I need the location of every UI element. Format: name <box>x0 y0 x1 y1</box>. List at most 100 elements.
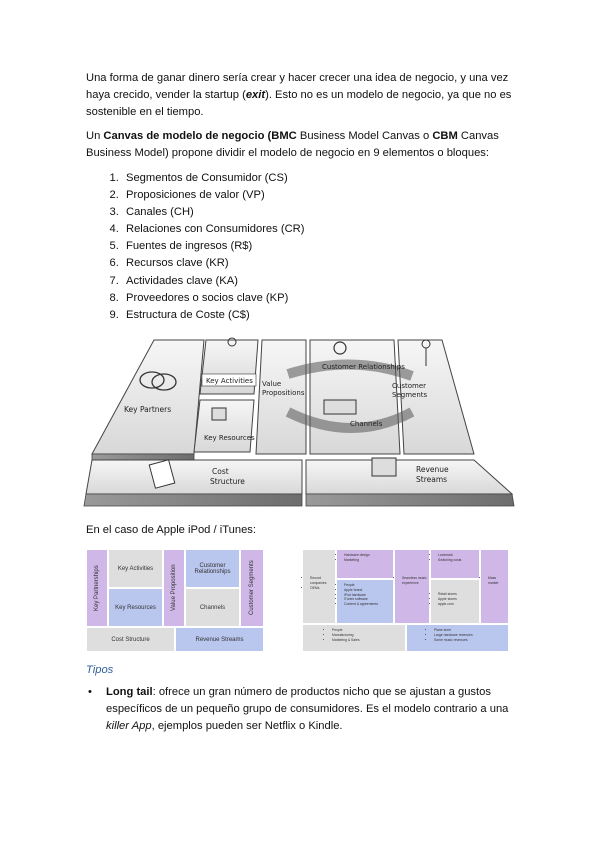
tiny-kp-cell: Key Partnerships <box>86 549 108 627</box>
heart-icon <box>333 341 347 355</box>
paragraph-text: ). Esto no es un modelo de negocio, ya q… <box>86 89 512 118</box>
value-propositions-block <box>255 339 307 455</box>
detail-item: Marketing & Sales <box>332 638 403 643</box>
detail-item: iPod hardware <box>344 593 391 598</box>
cbm-term: CBM <box>432 130 458 142</box>
key-resources-block <box>193 399 255 453</box>
paragraph-text: Una forma de ganar dinero sería crear y … <box>86 72 509 101</box>
detail-item: Content & agreements <box>344 602 391 607</box>
detail-cost-cell: People Manufacturing Marketing & Sales <box>302 624 406 652</box>
canvas-drawing: Key Partners Key Activities Key Resource… <box>83 337 515 507</box>
relationship-arc <box>286 359 414 381</box>
bullet-marker: • <box>88 686 92 698</box>
tiny-cr-cell: Customer Relationships <box>185 549 240 588</box>
elements-list: Segmentos de Consumidor (CS) Proposicion… <box>102 170 422 324</box>
detail-item: apple.com <box>438 602 477 607</box>
detail-item: Apple brand <box>344 588 391 593</box>
revenue-streams-label-2: Streams <box>416 475 447 484</box>
tiny-ka-cell: Key Activities <box>108 549 163 588</box>
detail-ch-cell: Retail stores Apple stores apple.com <box>430 579 480 624</box>
detail-item: Hardware design <box>344 553 391 558</box>
detail-item: Marketing <box>344 558 391 563</box>
cost-structure-block <box>85 459 303 495</box>
paragraph-bmc: Un Canvas de modelo de negocio (BMC Busi… <box>86 128 516 162</box>
cost-structure-label-1: Cost <box>212 467 229 476</box>
revenue-streams-side <box>305 493 515 507</box>
detail-item: iTunes software <box>344 597 391 602</box>
channel-arc <box>285 407 415 433</box>
bullet-text: , ejemplos pueden ser Netflix o Kindle. <box>151 720 343 732</box>
value-propositions-label-1: Value <box>262 380 281 388</box>
detail-item: Manufacturing <box>332 633 403 638</box>
killer-app-term: killer App <box>106 720 152 732</box>
cost-structure-side <box>83 493 303 507</box>
boxes-icon <box>211 407 227 421</box>
detail-item: Lovemark <box>438 553 477 558</box>
detail-item: Plane store <box>434 628 506 633</box>
exit-term: exit <box>245 89 266 101</box>
cost-structure-label-2: Structure <box>210 477 245 486</box>
paragraph-text: Un <box>86 130 104 142</box>
bullet-body: Long tail: ofrece un gran número de prod… <box>106 684 516 735</box>
list-item: Canales (CH) <box>122 204 422 221</box>
list-item: Estructura de Coste (C$) <box>122 307 422 324</box>
detail-ka-cell: Hardware designMarketing <box>336 549 394 579</box>
truck-icon <box>323 399 357 415</box>
register-icon <box>371 457 397 477</box>
list-item: Recursos clave (KR) <box>122 255 422 272</box>
customer-relationships-label: Customer Relationships <box>322 363 405 371</box>
worker-icon <box>227 337 237 347</box>
tiny-kr-cell: Key Resources <box>108 588 163 627</box>
key-activities-tag <box>201 373 257 387</box>
detail-item: Seamless music experience <box>402 576 427 586</box>
detail-cr-cell: LovemarkSwitching costs <box>430 549 480 579</box>
key-partners-block <box>91 339 205 455</box>
bullet-text: : ofrece un gran número de productos nic… <box>106 686 509 715</box>
detail-vp-cell: Seamless music experience <box>394 549 430 624</box>
detail-item: Large hardware revenues <box>434 633 506 638</box>
rings-icon <box>139 371 165 389</box>
apple-caption: En el caso de Apple iPod / iTunes: <box>86 524 256 536</box>
customer-segments-label-2: Segments <box>392 391 428 399</box>
detail-cs-cell: Mass market <box>480 549 509 624</box>
tiny-vp-cell: Value Proposition <box>163 549 185 627</box>
detail-item: Switching costs <box>438 558 477 563</box>
list-item: Proposiciones de valor (VP) <box>122 187 422 204</box>
document-icon <box>148 459 176 489</box>
list-item: Actividades clave (KA) <box>122 273 422 290</box>
detail-rev-cell: Plane store Large hardware revenues Some… <box>406 624 509 652</box>
paragraph-exit: Una forma de ganar dinero sería crear y … <box>86 70 516 121</box>
detail-item: People <box>344 583 391 588</box>
detail-item: OEMs <box>310 586 333 591</box>
list-item: Segmentos de Consumidor (CS) <box>122 170 422 187</box>
detail-item: Apple stores <box>438 597 477 602</box>
detail-kp-cell: Record companiesOEMs <box>302 549 336 624</box>
detail-item: Mass market <box>488 576 506 586</box>
detail-item: People <box>332 628 403 633</box>
tiny-cs-cell: Customer Segments <box>240 549 264 627</box>
value-propositions-label-2: Propositions <box>262 389 305 397</box>
detail-kr-cell: People Apple brand iPod hardware iTunes … <box>336 579 394 624</box>
detail-item: Some music revenues <box>434 638 506 643</box>
list-item: Fuentes de ingresos (R$) <box>122 238 422 255</box>
paragraph-text: Business Model Canvas o <box>296 130 433 142</box>
business-model-canvas-illustration: Key Partners Key Activities Key Resource… <box>82 334 516 512</box>
section-subheading: Tipos <box>86 664 114 676</box>
revenue-streams-label-1: Revenue <box>416 465 449 474</box>
channels-label: Channels <box>350 420 383 428</box>
tiny-ch-cell: Channels <box>185 588 240 627</box>
apple-bmc-template: Key Partnerships Key Activities Key Reso… <box>86 549 286 652</box>
detail-item: Retail stores <box>438 592 477 597</box>
rings-icon-b <box>151 373 177 391</box>
relationships-channels-block <box>309 339 401 455</box>
detail-item: Record companies <box>310 576 333 586</box>
list-item: Proveedores o socios clave (KP) <box>122 290 422 307</box>
key-activities-label: Key Activities <box>206 377 253 385</box>
paragraph-text: Canvas Business Model) propone dividir e… <box>86 130 499 159</box>
key-resources-label: Key Resources <box>204 434 255 442</box>
bmc-term: Canvas de modelo de negocio (BMC <box>103 130 297 142</box>
customer-segments-label-1: Customer <box>392 382 426 390</box>
apple-bmc-detailed: Record companiesOEMs Hardware designMark… <box>302 549 509 652</box>
long-tail-term: Long tail <box>106 686 153 698</box>
